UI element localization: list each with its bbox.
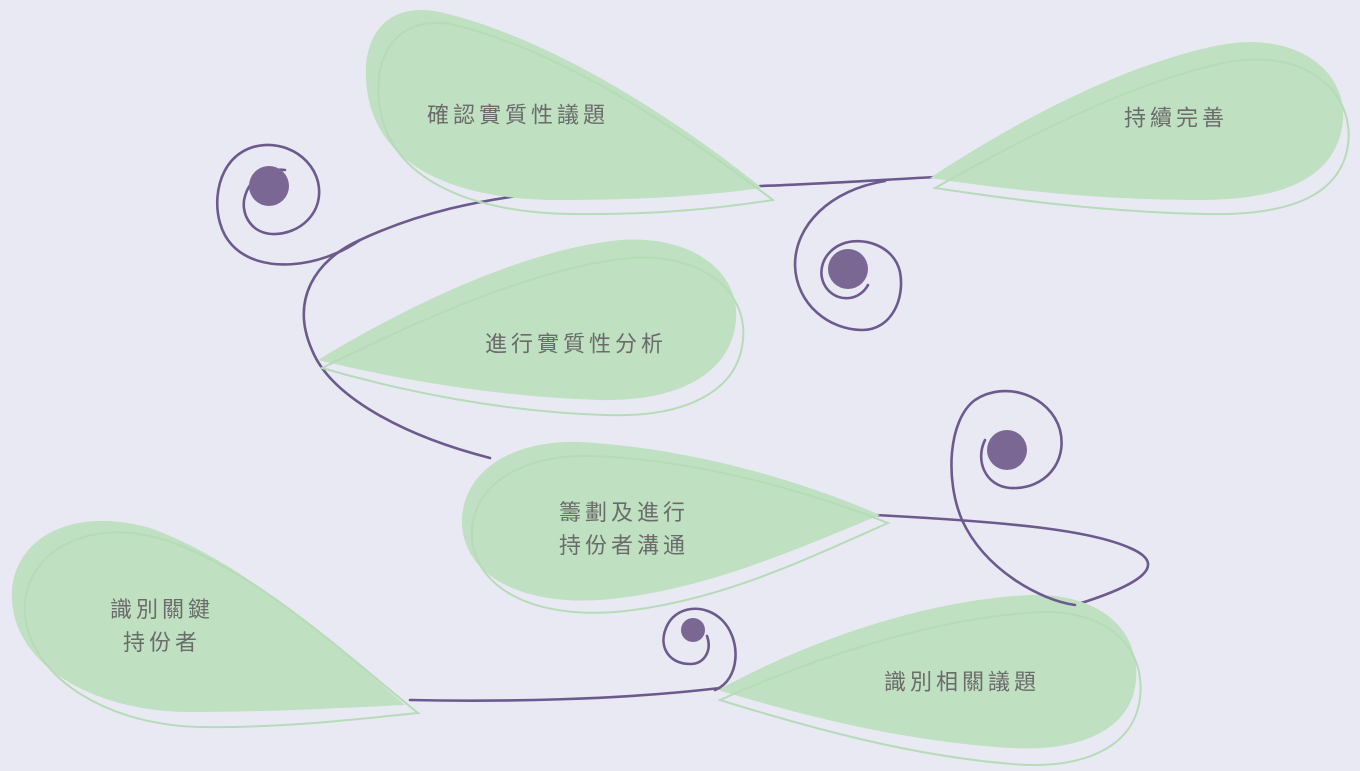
step-label-line: 識別相關議題	[883, 670, 1041, 696]
step-label-line: 籌劃及進行	[558, 501, 690, 526]
spiral-node	[793, 179, 903, 332]
spiral-node	[215, 143, 362, 266]
step-label-stakeholder-engagement: 籌劃及進行 持份者溝通	[559, 497, 689, 563]
node-dot	[681, 618, 705, 642]
step-label-identify-issues: 識別相關議題	[884, 667, 1040, 700]
leaf-confirm-material-issues	[365, 10, 776, 216]
step-label-identify-stakeholders: 識別關鍵 持份者	[110, 594, 214, 660]
flow-path	[758, 175, 937, 188]
leaf-materiality-analysis	[318, 239, 745, 417]
step-label-continuous-improvement: 持續完善	[1124, 103, 1228, 136]
leaf-identify-issues	[717, 594, 1142, 766]
node-dot	[987, 430, 1027, 470]
node-dot	[828, 249, 868, 289]
step-label-materiality-analysis: 進行實質性分析	[485, 329, 667, 362]
step-label-line: 持份者	[122, 631, 202, 656]
flow-path	[873, 513, 1150, 607]
node-dot	[249, 166, 289, 206]
flow-path	[302, 191, 542, 460]
step-label-line: 識別關鍵	[109, 598, 215, 623]
leaf-identify-stakeholders	[11, 520, 421, 729]
spiral-node	[662, 607, 737, 692]
spiral-node	[950, 389, 1077, 607]
step-label-line: 進行實質性分析	[484, 332, 668, 358]
leaf-continuous-improvement	[930, 42, 1350, 216]
step-label-line: 持份者溝通	[558, 534, 690, 559]
step-label-confirm-material-issues: 確認實質性議題	[427, 100, 609, 133]
leaf-stakeholder-engagement	[461, 441, 891, 614]
flow-path	[408, 686, 722, 702]
step-label-line: 持續完善	[1123, 106, 1229, 132]
step-label-line: 確認實質性議題	[426, 103, 610, 129]
